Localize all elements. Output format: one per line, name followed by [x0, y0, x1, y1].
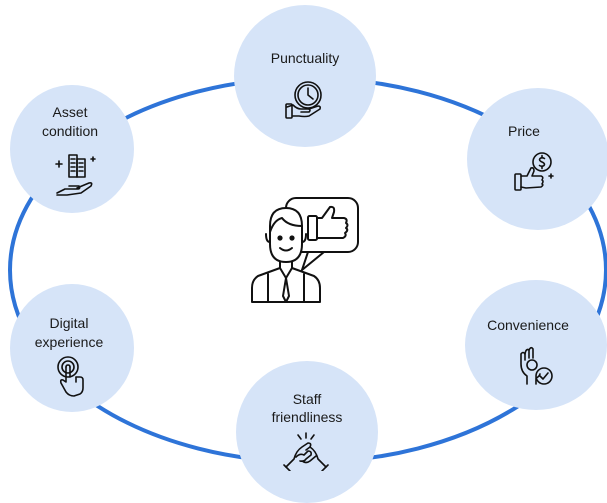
ok-hand-check-icon — [520, 346, 553, 385]
node-asset-condition: Asset condition — [10, 85, 134, 213]
price-label: Price — [508, 123, 540, 139]
thumbs-up-dollar-icon — [514, 152, 554, 191]
customer-satisfaction-diagram: Punctuality Price Convenience — [8, 5, 607, 503]
asset-label-line2: condition — [41, 123, 99, 139]
convenience-label: Convenience — [487, 317, 569, 333]
node-convenience: Convenience — [465, 280, 607, 410]
node-price: Price — [467, 88, 607, 230]
customer-thumbs-up-icon — [251, 197, 359, 303]
digital-label-line2: experience — [34, 334, 104, 350]
clock-hand-icon — [285, 81, 322, 119]
asset-label-line1: Asset — [52, 104, 88, 120]
handshake-icon — [283, 432, 329, 471]
digital-label-line1: Digital — [49, 315, 89, 331]
building-hand-icon — [55, 154, 96, 196]
punctuality-label: Punctuality — [270, 50, 340, 66]
node-staff-friendliness: Staff friendliness — [236, 361, 378, 503]
staff-label-line1: Staff — [292, 391, 322, 407]
touch-finger-icon — [57, 356, 84, 397]
node-punctuality: Punctuality — [234, 5, 376, 147]
node-digital-experience: Digital experience — [10, 284, 134, 412]
staff-label-line2: friendliness — [271, 409, 343, 425]
